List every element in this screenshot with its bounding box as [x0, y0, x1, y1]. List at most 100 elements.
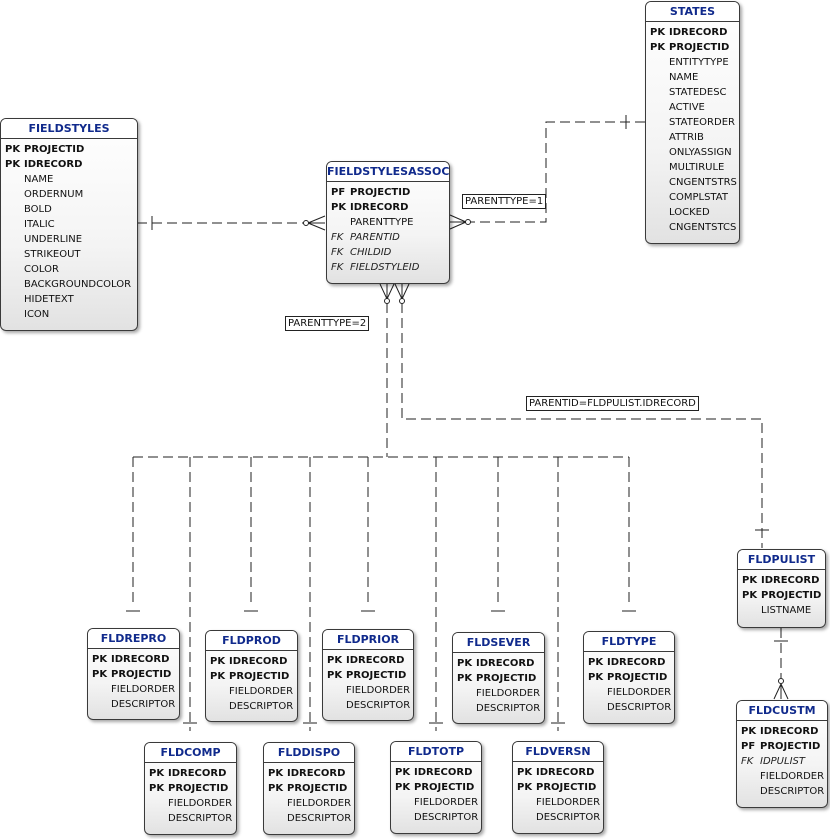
- entity-title: FLDTOTP: [391, 742, 481, 762]
- entity-attr-row: CNGENTSTRS: [669, 177, 737, 188]
- entity-attr-row: STATEDESC: [669, 87, 727, 98]
- rel-label-parentid-pulist[interactable]: PARENTID=FLDPULIST.IDRECORD: [526, 396, 699, 411]
- entity-attr-row: DESCRIPTOR: [607, 702, 672, 713]
- entity-attr-row: DESCRIPTOR: [229, 701, 294, 712]
- entity-attr-row: ICON: [24, 309, 50, 320]
- entity-attr-row: ACTIVE: [669, 102, 705, 113]
- entity-attr-row: FIELDORDER: [607, 687, 672, 698]
- entity-attr-row: FIELDORDER: [476, 688, 541, 699]
- entity-attr-row: PARENTTYPE: [350, 217, 414, 228]
- entity-attr-row: NAME: [24, 174, 54, 185]
- entity-attr-row: STATEORDER: [669, 117, 735, 128]
- entity-title: FIELDSTYLES: [1, 119, 137, 139]
- entity-attr-row: DESCRIPTOR: [536, 812, 601, 823]
- entity-attr-row: DESCRIPTOR: [111, 699, 176, 710]
- entity-title: FLDCOMP: [145, 743, 236, 763]
- entity-attr-row: DESCRIPTOR: [168, 813, 233, 824]
- entity-attr-row: ATTRIB: [669, 132, 704, 143]
- entity-title: FLDPULIST: [738, 550, 825, 570]
- entity-attr-row: FIELDORDER: [287, 798, 352, 809]
- entity-attr-row: FIELDORDER: [346, 685, 411, 696]
- entity-attr-row: DESCRIPTOR: [760, 786, 825, 797]
- entity-attr-row: LOCKED: [669, 207, 710, 218]
- rel-label-parenttype-1[interactable]: PARENTTYPE=1: [462, 194, 547, 209]
- entity-attr-row: BACKGROUNDCOLOR: [24, 279, 132, 290]
- rel-label-parenttype-2[interactable]: PARENTTYPE=2: [285, 316, 370, 331]
- entity-attr-row: FIELDORDER: [168, 798, 233, 809]
- rel-assoc-pulist: [401, 303, 763, 548]
- entity-title: FLDSEVER: [453, 633, 544, 653]
- entity-attr-row: ORDERNUM: [24, 189, 84, 200]
- entity-attr-row: ONLYASSIGN: [669, 147, 732, 158]
- entity-attr-row: COLOR: [24, 264, 59, 275]
- entity-attr-row: CNGENTSTCS: [669, 222, 737, 233]
- entity-attr-row: HIDETEXT: [24, 294, 74, 305]
- entity-attr-row: ENTITYTYPE: [669, 57, 729, 68]
- entity-title: FLDPROD: [206, 631, 297, 651]
- entity-attr-row: COMPLSTAT: [669, 192, 728, 203]
- entity-attr-row: DESCRIPTOR: [476, 703, 541, 714]
- entity-title: FIELDSTYLESASSOC: [327, 162, 449, 182]
- entity-attr-row: FIELDORDER: [414, 797, 479, 808]
- entity-title: FLDREPRO: [88, 629, 179, 649]
- entity-attr-row: DESCRIPTOR: [346, 700, 411, 711]
- entity-attr-row: UNDERLINE: [24, 234, 83, 245]
- entity-attr-row: STRIKEOUT: [24, 249, 81, 260]
- entity-attr-row: DESCRIPTOR: [287, 813, 352, 824]
- entity-title: FLDDISPO: [264, 743, 354, 763]
- entity-attr-row: NAME: [669, 72, 699, 83]
- entity-title: STATES: [646, 2, 739, 22]
- entity-title: FLDPRIOR: [323, 630, 413, 650]
- entity-attr-row: FIELDORDER: [760, 771, 825, 782]
- entity-attr-row: MULTIRULE: [669, 162, 725, 173]
- entity-title: FLDTYPE: [584, 632, 674, 652]
- rel-states-assoc: [467, 121, 645, 223]
- entity-attr-row: LISTNAME: [761, 605, 812, 616]
- entity-attr-row: FIELDORDER: [536, 797, 601, 808]
- entity-attr-row: BOLD: [24, 204, 52, 215]
